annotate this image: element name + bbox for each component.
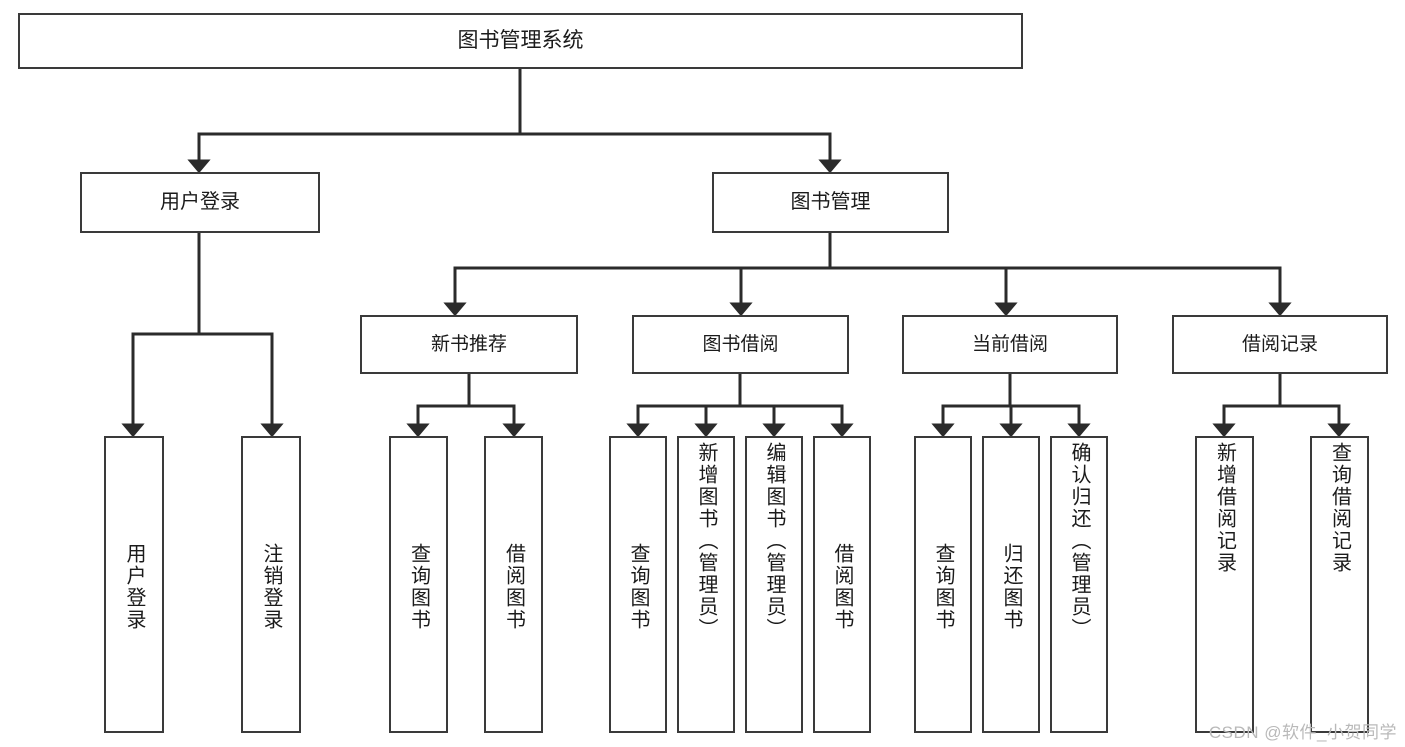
node-leaf-add-borrow-record-label: 新增借阅记录	[1213, 442, 1236, 574]
node-leaf-query-book-rec[interactable]: 查询图书	[389, 436, 448, 733]
node-leaf-return-book[interactable]: 归还图书	[982, 436, 1040, 733]
node-borrow-record-label: 借阅记录	[1241, 333, 1318, 355]
node-leaf-edit-book[interactable]: 编辑图书（管理员）	[745, 436, 803, 733]
node-root-label: 图书管理系统	[457, 28, 584, 52]
node-leaf-logout-login-label: 注销登录	[260, 542, 282, 631]
node-new-book-rec[interactable]: 新书推荐	[360, 315, 578, 374]
node-leaf-borrow-book-rec[interactable]: 借阅图书	[484, 436, 543, 733]
node-user-login[interactable]: 用户登录	[80, 172, 320, 233]
node-current-borrow[interactable]: 当前借阅	[902, 315, 1118, 374]
node-book-borrow-label: 图书借阅	[702, 333, 779, 355]
node-leaf-confirm-return-label: 确认归还（管理员）	[1068, 442, 1090, 640]
node-book-manage[interactable]: 图书管理	[712, 172, 949, 233]
node-current-borrow-label: 当前借阅	[971, 333, 1048, 355]
node-leaf-return-book-label: 归还图书	[1000, 542, 1022, 631]
node-leaf-query-book-brw-label: 查询图书	[627, 542, 649, 631]
node-new-book-rec-label: 新书推荐	[430, 333, 507, 355]
node-leaf-query-book-rec-label: 查询图书	[407, 542, 430, 631]
node-user-login-label: 用户登录	[160, 191, 240, 213]
node-leaf-borrow-book-brw-label: 借阅图书	[831, 542, 853, 631]
node-book-borrow[interactable]: 图书借阅	[632, 315, 849, 374]
node-leaf-user-login[interactable]: 用户登录	[104, 436, 164, 733]
node-book-manage-label: 图书管理	[790, 191, 871, 213]
node-leaf-borrow-book-brw[interactable]: 借阅图书	[813, 436, 871, 733]
node-leaf-edit-book-label: 编辑图书（管理员）	[763, 442, 785, 640]
node-leaf-add-book[interactable]: 新增图书（管理员）	[677, 436, 735, 733]
node-leaf-add-borrow-record[interactable]: 新增借阅记录	[1195, 436, 1254, 733]
node-leaf-borrow-book-rec-label: 借阅图书	[502, 542, 525, 631]
node-leaf-add-book-label: 新增图书（管理员）	[695, 442, 717, 640]
node-leaf-logout-login[interactable]: 注销登录	[241, 436, 301, 733]
node-leaf-query-borrow-rec-label: 查询借阅记录	[1328, 442, 1351, 574]
node-leaf-query-book-cur-label: 查询图书	[932, 542, 954, 631]
node-leaf-query-book-cur[interactable]: 查询图书	[914, 436, 972, 733]
node-leaf-confirm-return[interactable]: 确认归还（管理员）	[1050, 436, 1108, 733]
node-borrow-record[interactable]: 借阅记录	[1172, 315, 1388, 374]
node-leaf-query-book-brw[interactable]: 查询图书	[609, 436, 667, 733]
node-leaf-query-borrow-rec[interactable]: 查询借阅记录	[1310, 436, 1369, 733]
node-root[interactable]: 图书管理系统	[18, 13, 1023, 69]
node-leaf-user-login-label: 用户登录	[123, 542, 145, 631]
watermark-text: CSDN @软件_小贺同学	[1208, 723, 1397, 742]
